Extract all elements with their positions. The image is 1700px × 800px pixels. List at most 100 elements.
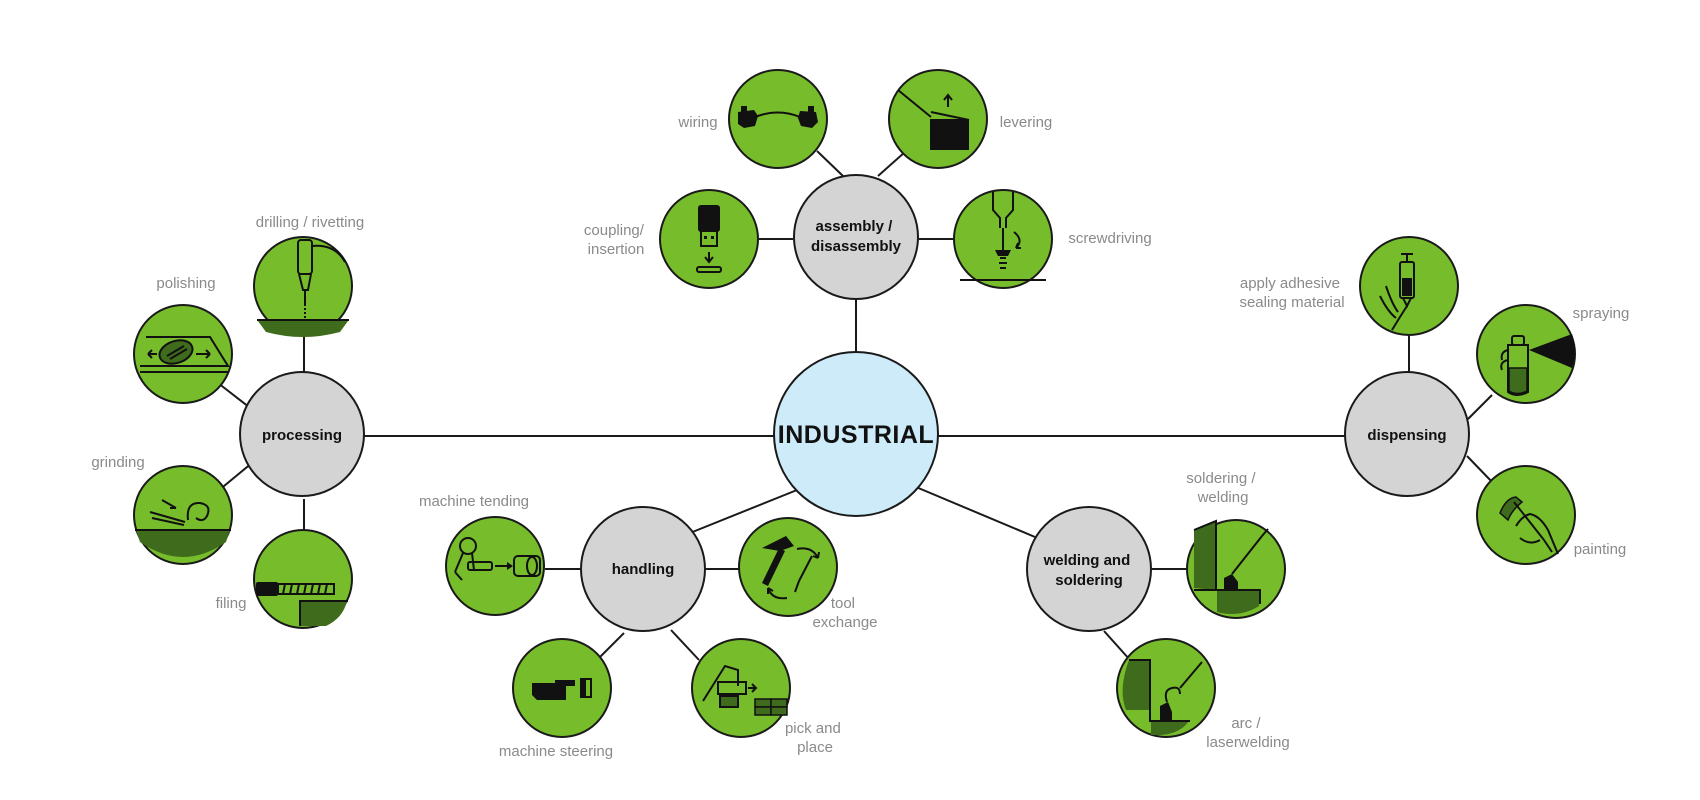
leaf-label: arc / laserwelding: [1206, 715, 1289, 751]
hub-circle: [580, 506, 706, 632]
leaf-filing[interactable]: filing: [216, 529, 353, 629]
center-label: INDUSTRIAL: [778, 421, 934, 449]
hub-dispensing[interactable]: dispensing: [1344, 371, 1470, 497]
hub-circle: [239, 371, 365, 497]
connector-center-handling: [689, 489, 798, 534]
leaf-label-line: place: [797, 739, 833, 756]
hub-label: dispensing: [1367, 427, 1446, 444]
leaf-pick-place[interactable]: pick and place: [691, 638, 845, 756]
leaf-label-line: machine steering: [499, 743, 613, 760]
hub-label-line: dispensing: [1367, 427, 1446, 444]
leaf-label-line: levering: [1000, 114, 1053, 131]
connector-assembly-wiring: [816, 150, 844, 177]
spray-can-icon: [1500, 334, 1575, 396]
robot-arm-icon: [454, 537, 541, 581]
leaf-label-line: laserwelding: [1206, 734, 1289, 751]
polish-icon: [140, 336, 230, 373]
leaf-label-line: spraying: [1573, 305, 1630, 322]
leaf-label: spraying: [1573, 305, 1630, 322]
leaf-circle: [1476, 304, 1576, 404]
leaf-adhesive[interactable]: apply adhesive sealing material: [1239, 236, 1459, 336]
leaf-label: filing: [216, 595, 247, 612]
center-node[interactable]: INDUSTRIAL: [773, 351, 939, 517]
leaf-label-line: sealing material: [1239, 294, 1344, 311]
leaf-machine-tending[interactable]: machine tending: [419, 493, 545, 616]
hub-processing[interactable]: processing: [239, 371, 365, 497]
leaf-label-line: painting: [1574, 541, 1627, 558]
leaf-label: polishing: [156, 275, 215, 292]
center-circle: [773, 351, 939, 517]
leaf-drilling[interactable]: drilling / rivetting: [253, 214, 364, 337]
hub-circle: [1344, 371, 1470, 497]
leaf-label: machine tending: [419, 493, 529, 510]
leaf-levering[interactable]: levering: [888, 69, 1053, 169]
connector-dispensing-spraying: [1467, 394, 1493, 420]
leaf-label-line: insertion: [588, 241, 645, 258]
leaf-coupling[interactable]: coupling/ insertion: [584, 189, 759, 289]
lever-icon: [897, 89, 970, 150]
leaf-label: screwdriving: [1068, 230, 1151, 247]
leaf-label-line: exchange: [812, 614, 877, 631]
leaf-label: apply adhesive sealing material: [1239, 275, 1344, 311]
leaf-wiring[interactable]: wiring: [677, 69, 828, 169]
connector-center-welding: [915, 486, 1036, 538]
leaf-label: soldering / welding: [1186, 470, 1259, 506]
hub-label: welding and soldering: [1043, 552, 1135, 589]
leaf-label: machine steering: [499, 743, 613, 760]
connector-handling-steering: [596, 632, 625, 661]
leaf-soldering-welding[interactable]: soldering / welding: [1186, 470, 1286, 619]
brush-icon: [1499, 496, 1559, 555]
leaf-label-line: welding: [1197, 489, 1249, 506]
hub-label: handling: [612, 561, 675, 578]
leaf-label: pick and place: [785, 720, 845, 756]
solder-iron-icon: [1193, 519, 1269, 614]
leaf-grinding[interactable]: grinding: [91, 454, 233, 565]
screwdriver-icon: [960, 192, 1046, 281]
grind-icon: [135, 499, 231, 557]
pick-place-icon: [702, 664, 788, 716]
leaf-machine-steering[interactable]: machine steering: [499, 638, 613, 760]
file-icon: [256, 582, 348, 626]
connector-welding-arc: [1103, 630, 1131, 661]
leaf-label-line: tool: [831, 595, 855, 612]
connectors: [217, 150, 1495, 661]
leaf-label-line: soldering /: [1186, 470, 1256, 487]
leaf-label-line: drilling / rivetting: [256, 214, 364, 231]
leaf-label: coupling/ insertion: [584, 222, 648, 258]
usb-plug-icon: [696, 205, 722, 273]
leaf-label: wiring: [677, 114, 717, 131]
leaf-circle: [659, 189, 759, 289]
leaf-label: tool exchange: [812, 595, 877, 631]
hub-label-line: soldering: [1055, 572, 1123, 589]
hub-handling[interactable]: handling: [580, 506, 706, 632]
hub-welding[interactable]: welding and soldering: [1026, 506, 1152, 632]
leaf-circle: [738, 517, 838, 617]
hub-circle: [793, 174, 919, 300]
leaf-painting[interactable]: painting: [1476, 465, 1627, 565]
leaf-label: painting: [1574, 541, 1627, 558]
hub-label-line: handling: [612, 561, 675, 578]
hub-label-line: assembly /: [816, 218, 894, 235]
hub-label-line: processing: [262, 427, 342, 444]
leaf-circle: [728, 69, 828, 169]
leaf-polishing[interactable]: polishing: [133, 275, 233, 404]
leaf-label-line: grinding: [91, 454, 144, 471]
hub-label: processing: [262, 427, 342, 444]
leaf-circle: [691, 638, 791, 738]
connector-assembly-levering: [877, 151, 906, 177]
arc-weld-icon: [1122, 659, 1203, 735]
leaf-arc-laser[interactable]: arc / laserwelding: [1116, 638, 1290, 751]
hub-label: assembly / disassembly: [811, 218, 902, 255]
leaf-spraying[interactable]: spraying: [1476, 304, 1630, 404]
pointing-hand-icon: [532, 678, 592, 700]
leaf-screwdriving[interactable]: screwdriving: [953, 189, 1152, 289]
hub-label-line: disassembly: [811, 238, 902, 255]
syringe-icon: [1379, 253, 1415, 331]
leaf-label-line: apply adhesive: [1240, 275, 1340, 292]
leaf-label-line: pick and: [785, 720, 841, 737]
wiring-icon: [738, 106, 818, 128]
leaf-label-line: wiring: [677, 114, 717, 131]
hub-assembly[interactable]: assembly / disassembly: [793, 174, 919, 300]
leaf-tool-exchange[interactable]: tool exchange: [738, 517, 878, 631]
